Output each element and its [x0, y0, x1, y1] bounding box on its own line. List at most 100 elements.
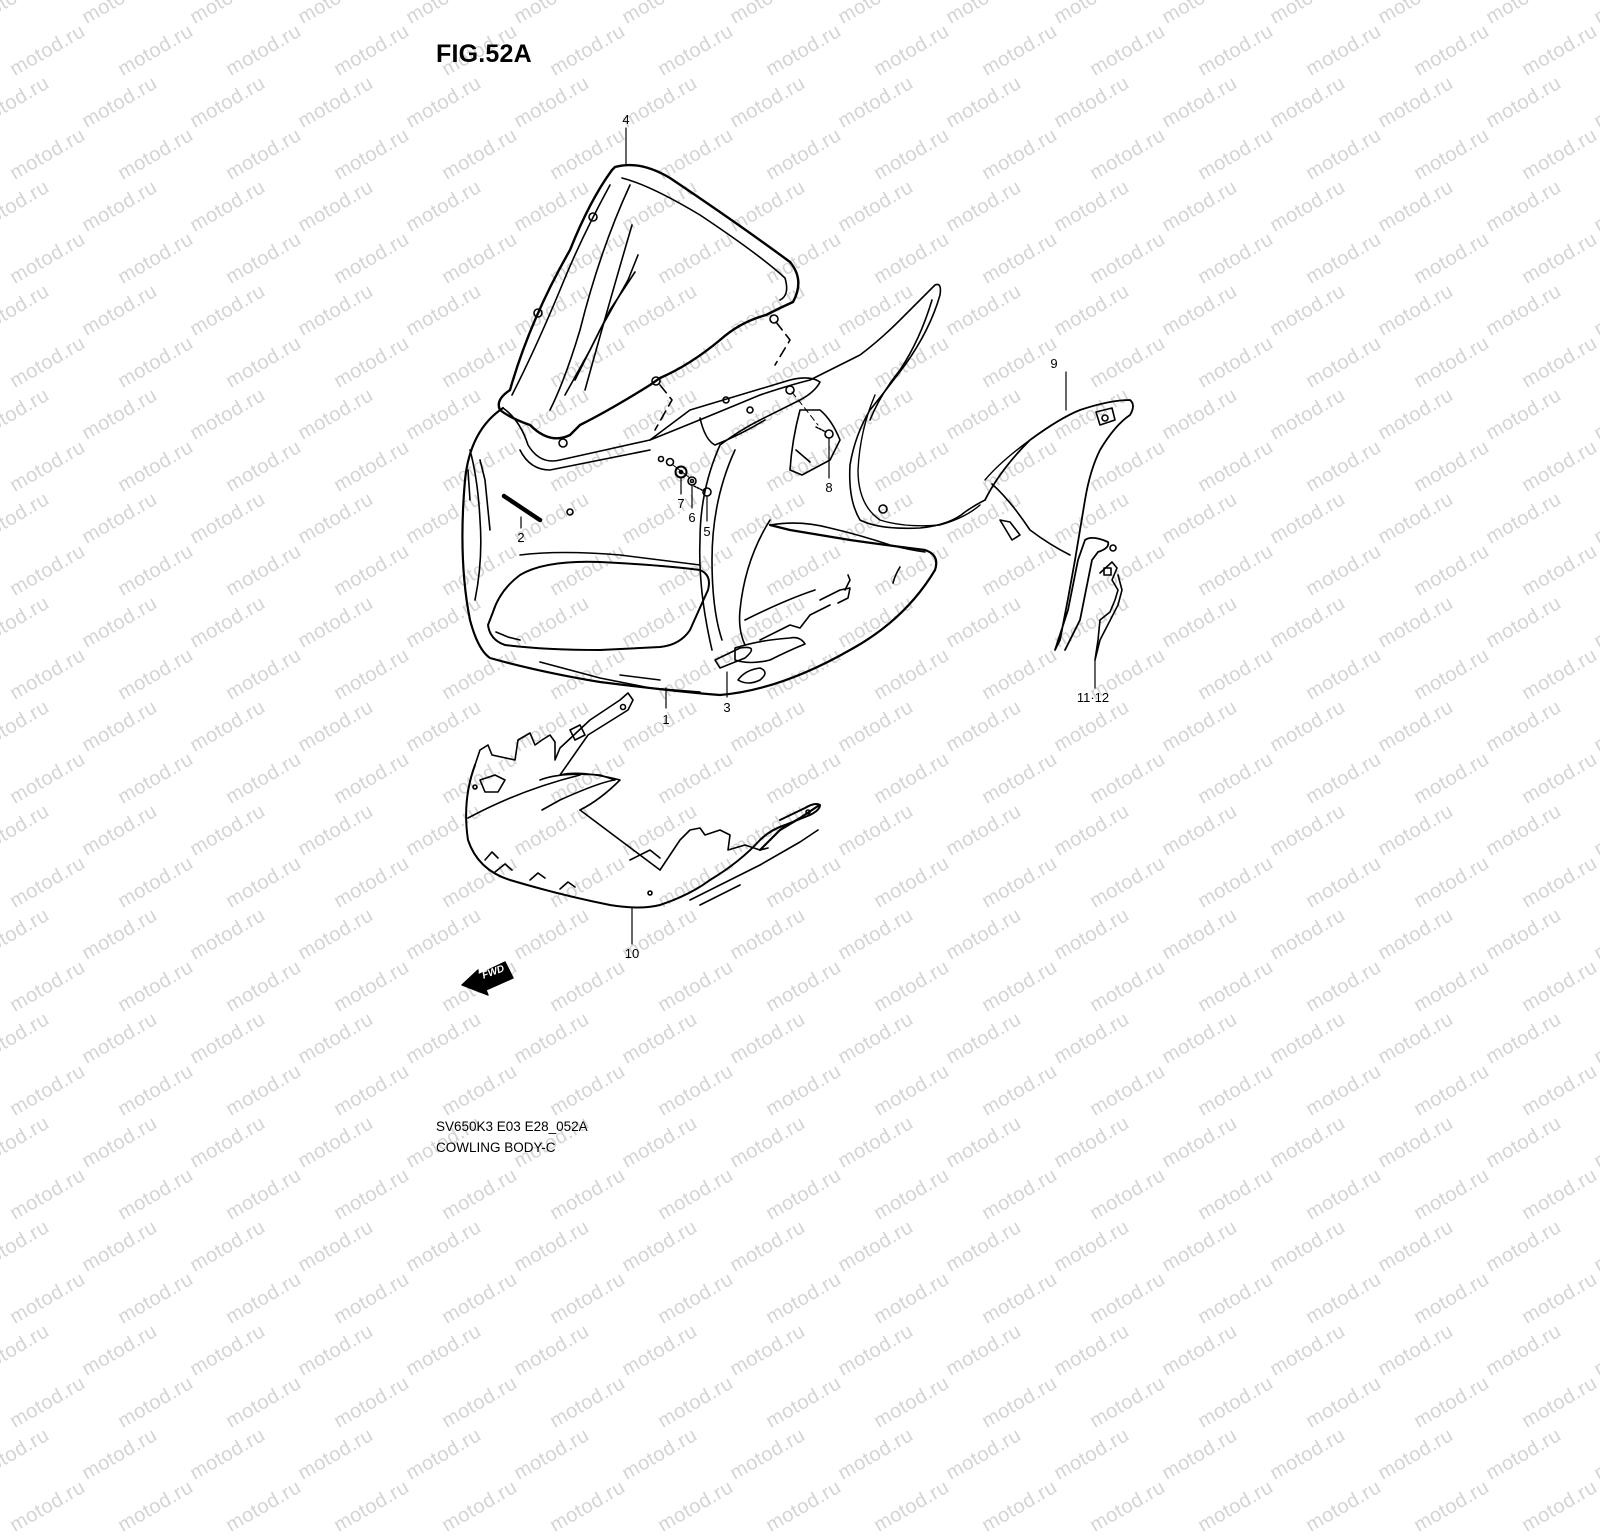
fwd-marker: FWD — [460, 960, 518, 990]
watermark-text: motod.ru — [330, 1268, 414, 1329]
watermark-text: motod.ru — [1194, 1476, 1278, 1537]
watermark-text: motod.ru — [114, 1268, 198, 1329]
watermark-text: motod.ru — [762, 1268, 846, 1329]
watermark-text: motod.ru — [654, 1476, 738, 1537]
watermark-text: motod.ru — [942, 1320, 1026, 1381]
watermark-text: motod.ru — [222, 1372, 306, 1433]
watermark-text: motod.ru — [78, 1216, 162, 1277]
watermark-text: motod.ru — [6, 1268, 90, 1329]
watermark-text: motod.ru — [978, 1476, 1062, 1537]
watermark-text: motod.ru — [402, 1216, 486, 1277]
watermark-text: motod.ru — [834, 1424, 918, 1485]
watermark-text: motod.ru — [1374, 1320, 1458, 1381]
watermark-text: motod.ru — [402, 1320, 486, 1381]
callout-3[interactable]: 3 — [723, 700, 731, 715]
watermark-text: motod.ru — [1086, 1476, 1170, 1537]
callout-1[interactable]: 1 — [662, 712, 670, 727]
watermark-text: motod.ru — [1482, 1320, 1566, 1381]
inner-cover-part[interactable] — [984, 399, 1134, 651]
watermark-text: motod.ru — [1158, 1216, 1242, 1277]
watermark-text: motod.ru — [1518, 1476, 1600, 1537]
watermark-text: motod.ru — [942, 1216, 1026, 1277]
diagram-footer: SV650K3 E03 E28_052A COWLING BODY-C — [436, 1116, 588, 1158]
watermark-text: motod.ru — [1302, 1476, 1386, 1537]
windscreen-part[interactable] — [497, 163, 800, 448]
watermark-text: motod.ru — [1482, 1216, 1566, 1277]
watermark-text: motod.ru — [78, 1424, 162, 1485]
watermark-text: motod.ru — [1518, 1268, 1600, 1329]
under-cowling-part[interactable] — [465, 692, 821, 909]
watermark-text: motod.ru — [546, 1268, 630, 1329]
watermark-text: motod.ru — [1158, 1424, 1242, 1485]
cowling-body-part[interactable] — [461, 283, 986, 697]
section-name: COWLING BODY-C — [436, 1140, 556, 1155]
watermark-text: motod.ru — [1194, 1372, 1278, 1433]
watermark-text: motod.ru — [834, 1216, 918, 1277]
watermark-text: motod.ru — [618, 1216, 702, 1277]
watermark-text: motod.ru — [186, 1216, 270, 1277]
fwd-label: FWD — [480, 963, 506, 982]
watermark-text: motod.ru — [1158, 1320, 1242, 1381]
watermark-text: motod.ru — [222, 1476, 306, 1537]
watermark-text: motod.ru — [330, 1372, 414, 1433]
watermark-text: motod.ru — [726, 1320, 810, 1381]
watermark-text: motod.ru — [6, 1476, 90, 1537]
suzuki-emblem — [501, 493, 543, 523]
watermark-text: motod.ru — [114, 1372, 198, 1433]
callout-5[interactable]: 5 — [703, 524, 711, 539]
watermark-text: motod.ru — [294, 1424, 378, 1485]
watermark-text: motod.ru — [726, 1216, 810, 1277]
watermark-text: motod.ru — [510, 1216, 594, 1277]
watermark-text: motod.ru — [1374, 1216, 1458, 1277]
fastener-group[interactable] — [665, 457, 712, 497]
watermark-text: motod.ru — [438, 1372, 522, 1433]
watermark-text: motod.ru — [6, 1372, 90, 1433]
watermark-text: motod.ru — [186, 1424, 270, 1485]
callout-2[interactable]: 2 — [517, 530, 525, 545]
callout-7[interactable]: 7 — [677, 496, 685, 511]
watermark-text: motod.ru — [1302, 1268, 1386, 1329]
watermark-text: motod.ru — [186, 1320, 270, 1381]
watermark-text: motod.ru — [978, 1372, 1062, 1433]
watermark-text: motod.ru — [294, 1320, 378, 1381]
watermark-text: motod.ru — [1410, 1372, 1494, 1433]
watermark-text: motod.ru — [1086, 1372, 1170, 1433]
callout-10[interactable]: 9 — [1050, 356, 1058, 371]
callout-11-12[interactable]: 11·12 — [1076, 690, 1110, 705]
watermark-text: motod.ru — [1050, 1424, 1134, 1485]
hole — [665, 457, 675, 467]
watermark-text: motod.ru — [942, 1424, 1026, 1485]
watermark-text: motod.ru — [1050, 1320, 1134, 1381]
callout-4[interactable]: 4 — [622, 112, 630, 127]
watermark-text: motod.ru — [222, 1268, 306, 1329]
watermark-text: motod.ru — [870, 1268, 954, 1329]
watermark-text: motod.ru — [1482, 1424, 1566, 1485]
watermark-text: motod.ru — [978, 1268, 1062, 1329]
callout-8[interactable]: 8 — [825, 480, 833, 495]
watermark-text: motod.ru — [438, 1476, 522, 1537]
watermark-text: motod.ru — [1590, 1424, 1600, 1485]
watermark-text: motod.ru — [438, 1268, 522, 1329]
parts-diagram — [461, 127, 1134, 996]
model-code: SV650K3 E03 E28_052A — [436, 1119, 588, 1134]
watermark-text: motod.ru — [726, 1424, 810, 1485]
sv650s-decal — [714, 574, 851, 684]
watermark-text: motod.ru — [1374, 1424, 1458, 1485]
watermark-text: motod.ru — [1050, 1216, 1134, 1277]
callout-6[interactable]: 6 — [688, 510, 696, 525]
watermark-text: motod.ru — [762, 1372, 846, 1433]
watermark-text: motod.ru — [114, 1476, 198, 1537]
figure-title: FIG.52A — [436, 40, 532, 68]
callout-9[interactable]: 10 — [624, 946, 640, 961]
watermark-text: motod.ru — [1590, 1320, 1600, 1381]
watermark-text: motod.ru — [1266, 1320, 1350, 1381]
bracket-part[interactable] — [1094, 561, 1123, 661]
watermark-text: motod.ru — [402, 1424, 486, 1485]
watermark-text: motod.ru — [78, 1320, 162, 1381]
watermark-text: motod.ru — [1194, 1268, 1278, 1329]
watermark-text: motod.ru — [510, 1320, 594, 1381]
watermark-text: motod.ru — [618, 1320, 702, 1381]
watermark-text: motod.ru — [834, 1320, 918, 1381]
watermark-text: motod.ru — [1410, 1268, 1494, 1329]
watermark-text: motod.ru — [546, 1372, 630, 1433]
